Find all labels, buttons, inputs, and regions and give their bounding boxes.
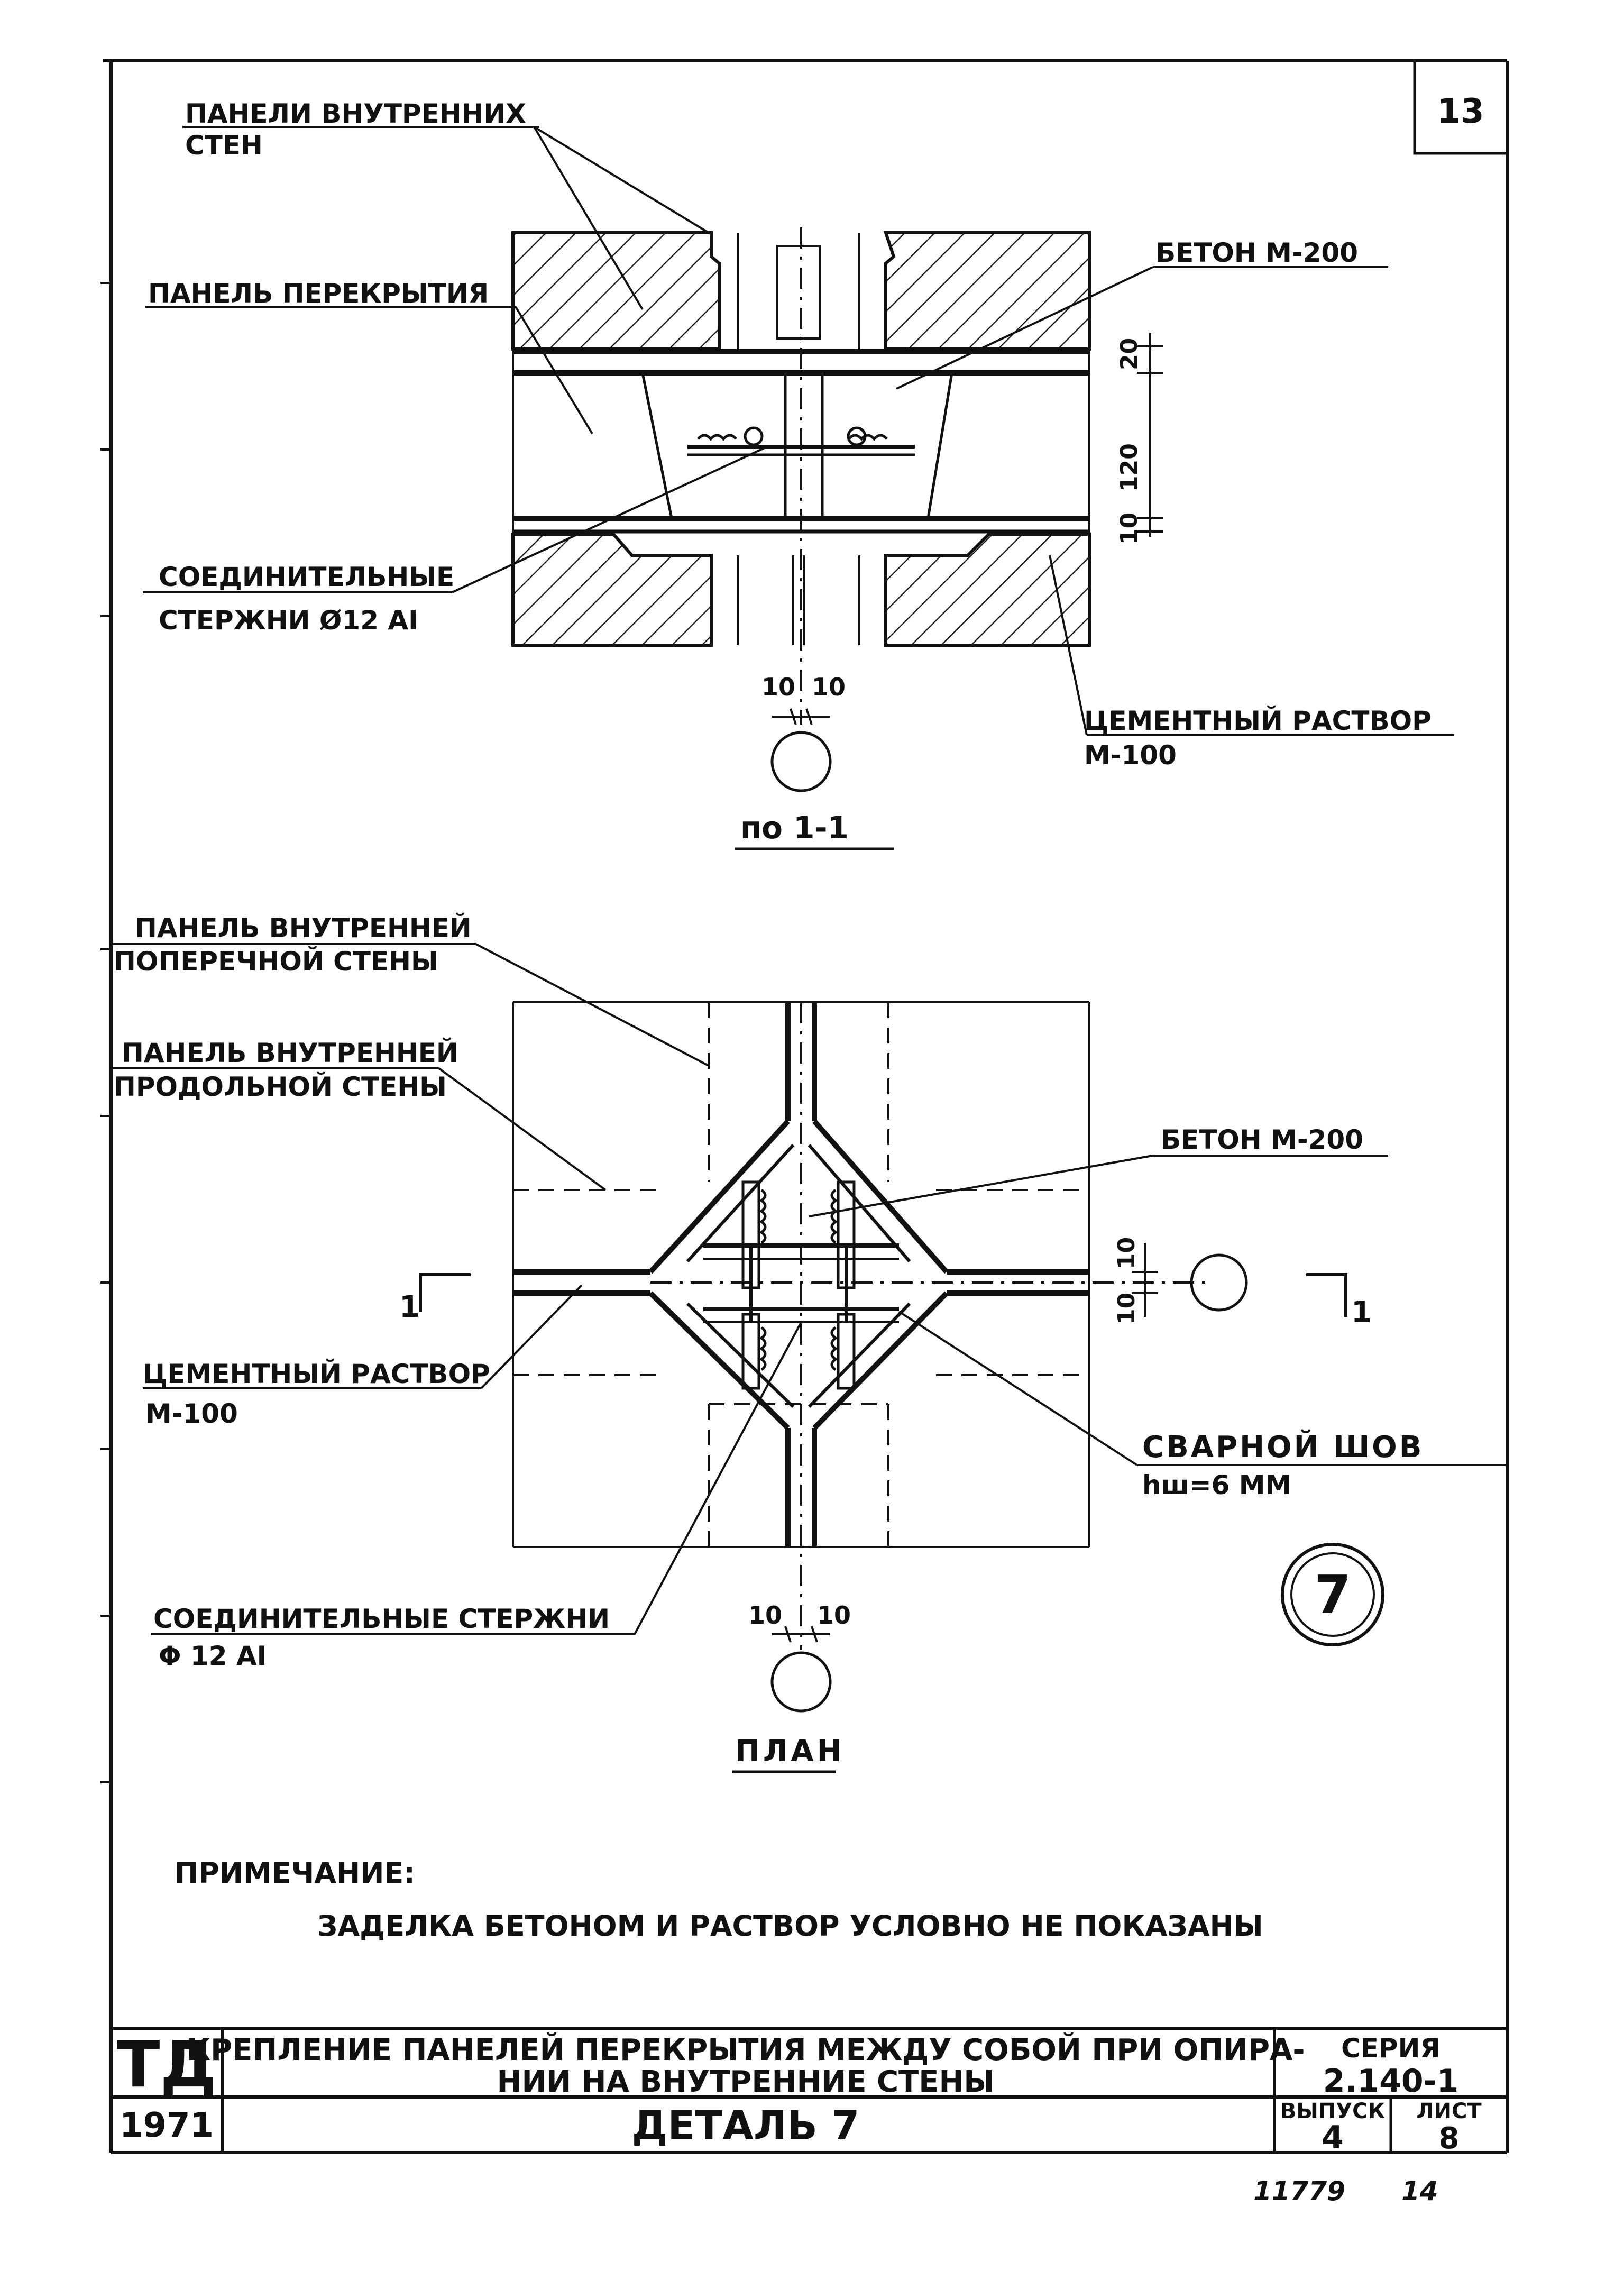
plan-dim-right-bottom: 10 bbox=[1113, 1293, 1140, 1325]
dim-120: 120 bbox=[1116, 443, 1143, 492]
org-mark: ТД bbox=[117, 2028, 217, 2102]
section-1-1-leaders bbox=[143, 126, 1454, 736]
sheet-label: ЛИСТ bbox=[1416, 2099, 1482, 2123]
sheet-number: 13 bbox=[1437, 92, 1484, 131]
drawing-title-2: НИИ НА ВНУТРЕННИЕ СТЕНЫ bbox=[497, 2065, 995, 2099]
detail-marker: 7 bbox=[1281, 1543, 1384, 1646]
note-text: ЗАДЕЛКА БЕТОНОМ И РАСТВОР УСЛОВНО НЕ ПОК… bbox=[317, 1909, 1263, 1943]
cross-wall-label-2: ПОПЕРЕЧНОЙ СТЕНЫ bbox=[114, 946, 438, 977]
issue-label: ВЫПУСК bbox=[1280, 2099, 1386, 2123]
title-block-text: ТД 1971 КРЕПЛЕНИЕ ПАНЕЛЕЙ ПЕРЕКРЫТИЯ МЕЖ… bbox=[117, 2028, 1482, 2156]
weld-label-2: hш=6 ММ bbox=[1142, 1470, 1291, 1500]
upper-right-wall-panel bbox=[883, 231, 1091, 351]
wall-panels-label-2: СТЕН bbox=[185, 130, 263, 161]
dim-right-10: 10 bbox=[812, 673, 846, 701]
section-1-1-drawing bbox=[511, 227, 1163, 792]
plan-dim-right-top: 10 bbox=[1113, 1237, 1140, 1269]
concrete-label: БЕТОН М-200 bbox=[1155, 237, 1358, 268]
detail-number: 7 bbox=[1314, 1564, 1351, 1626]
dim-left-10: 10 bbox=[761, 673, 795, 701]
lower-left-wall-panel bbox=[511, 533, 713, 647]
section-mark-right: 1 bbox=[1351, 1295, 1372, 1330]
drawing-title-1: КРЕПЛЕНИЕ ПАНЕЛЕЙ ПЕРЕКРЫТИЯ МЕЖДУ СОБОЙ… bbox=[186, 2032, 1305, 2067]
plan-concrete-label: БЕТОН М-200 bbox=[1161, 1124, 1363, 1155]
rods-label-1: СОЕДИНИТЕЛЬНЫЕ bbox=[159, 562, 454, 592]
floor-panel-label: ПАНЕЛЬ ПЕРЕКРЫТИЯ bbox=[148, 278, 489, 309]
plan-rods-label-1: СОЕДИНИТЕЛЬНЫЕ СТЕРЖНИ bbox=[153, 1604, 610, 1634]
plan-mortar-label-1: ЦЕМЕНТНЫЙ РАСТВОР bbox=[143, 1358, 490, 1389]
lower-right-wall-panel bbox=[884, 533, 1091, 647]
plan-rods-label-2: Φ 12 АI bbox=[159, 1641, 267, 1671]
footer-code: 11779 bbox=[1253, 2176, 1345, 2206]
plan-drawing bbox=[419, 1001, 1347, 1713]
upper-left-wall-panel bbox=[511, 231, 721, 351]
section-mark-left: 1 bbox=[399, 1290, 420, 1324]
year: 1971 bbox=[120, 2106, 214, 2145]
series-number: 2.140-1 bbox=[1323, 2063, 1458, 2100]
issue-number: 4 bbox=[1322, 2119, 1344, 2156]
wall-panels-label-1: ПАНЕЛИ ВНУТРЕННИХ bbox=[185, 98, 526, 129]
sheet-no: 8 bbox=[1439, 2121, 1460, 2156]
sheet-number-box: 13 bbox=[1413, 61, 1507, 155]
section-title: по 1-1 bbox=[740, 810, 849, 846]
plan-mortar-label-2: М-100 bbox=[145, 1398, 238, 1429]
plan-dim-bottom-right: 10 bbox=[817, 1601, 851, 1629]
cross-wall-label-1: ПАНЕЛЬ ВНУТРЕННЕЙ bbox=[135, 912, 472, 944]
rods-label-2: СТЕРЖНИ Ø12 АI bbox=[159, 605, 418, 636]
dim-10: 10 bbox=[1116, 512, 1143, 545]
plan-dim-bottom-left: 10 bbox=[748, 1601, 782, 1629]
plan-labels: ПАНЕЛЬ ВНУТРЕННЕЙ ПОПЕРЕЧНОЙ СТЕНЫ ПАНЕЛ… bbox=[114, 912, 1424, 1769]
dim-20: 20 bbox=[1116, 338, 1143, 370]
detail-name: ДЕТАЛЬ 7 bbox=[632, 2102, 860, 2149]
long-wall-label-1: ПАНЕЛЬ ВНУТРЕННЕЙ bbox=[122, 1037, 458, 1068]
plan-title: ПЛАН bbox=[735, 1734, 845, 1769]
title-block bbox=[111, 2027, 1507, 2153]
footer-page: 14 bbox=[1401, 2176, 1438, 2206]
plan-leaders bbox=[111, 943, 1507, 1635]
section-1-1-labels: ПАНЕЛИ ВНУТРЕННИХ СТЕН ПАНЕЛЬ ПЕРЕКРЫТИЯ… bbox=[148, 98, 1432, 846]
mortar-label-1: ЦЕМЕНТНЫЙ РАСТВОР bbox=[1084, 705, 1432, 736]
series-label: СЕРИЯ bbox=[1341, 2033, 1441, 2064]
mortar-label-2: М-100 bbox=[1084, 740, 1177, 771]
long-wall-label-2: ПРОДОЛЬНОЙ СТЕНЫ bbox=[114, 1071, 447, 1102]
weld-label-1: СВАРНОЙ ШОВ bbox=[1142, 1430, 1424, 1464]
note-heading: ПРИМЕЧАНИЕ: bbox=[175, 1856, 415, 1890]
